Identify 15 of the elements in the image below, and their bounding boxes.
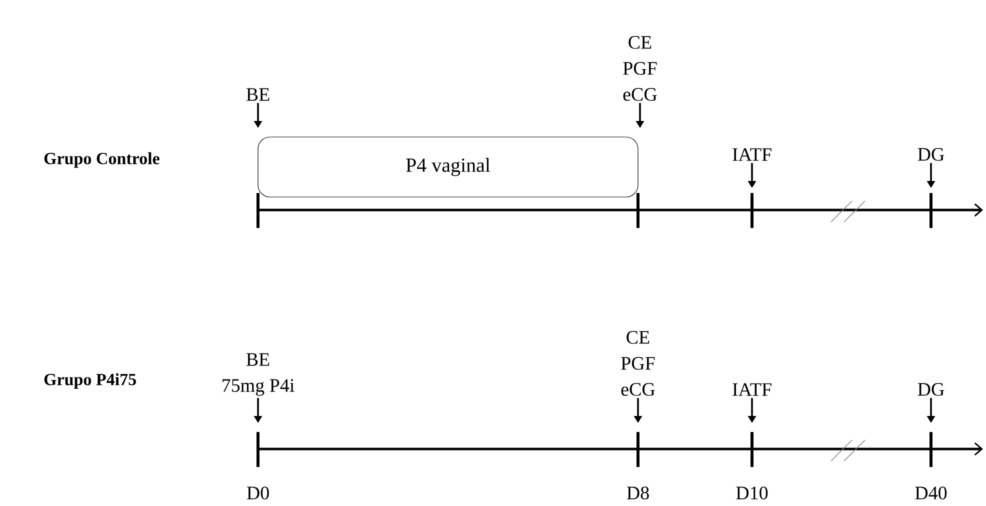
event-label: BE bbox=[246, 88, 270, 101]
event-label: BE 75mg P4i bbox=[222, 353, 294, 396]
day-label: D8 bbox=[626, 486, 649, 500]
group-label: Grupo Controle bbox=[44, 152, 160, 168]
group-label: Grupo P4i75 bbox=[44, 373, 136, 389]
event-label: CE PGF eCG bbox=[621, 331, 655, 396]
event-label: IATF bbox=[732, 383, 772, 396]
event-label: IATF bbox=[732, 148, 772, 161]
day-label: D0 bbox=[246, 486, 269, 500]
day-label: D40 bbox=[915, 486, 947, 500]
event-label: DG bbox=[918, 383, 944, 396]
day-label: D10 bbox=[736, 486, 768, 500]
process-box: P4 vaginal bbox=[258, 136, 638, 198]
event-label: DG bbox=[918, 148, 944, 161]
event-label: CE PGF eCG bbox=[623, 36, 657, 101]
